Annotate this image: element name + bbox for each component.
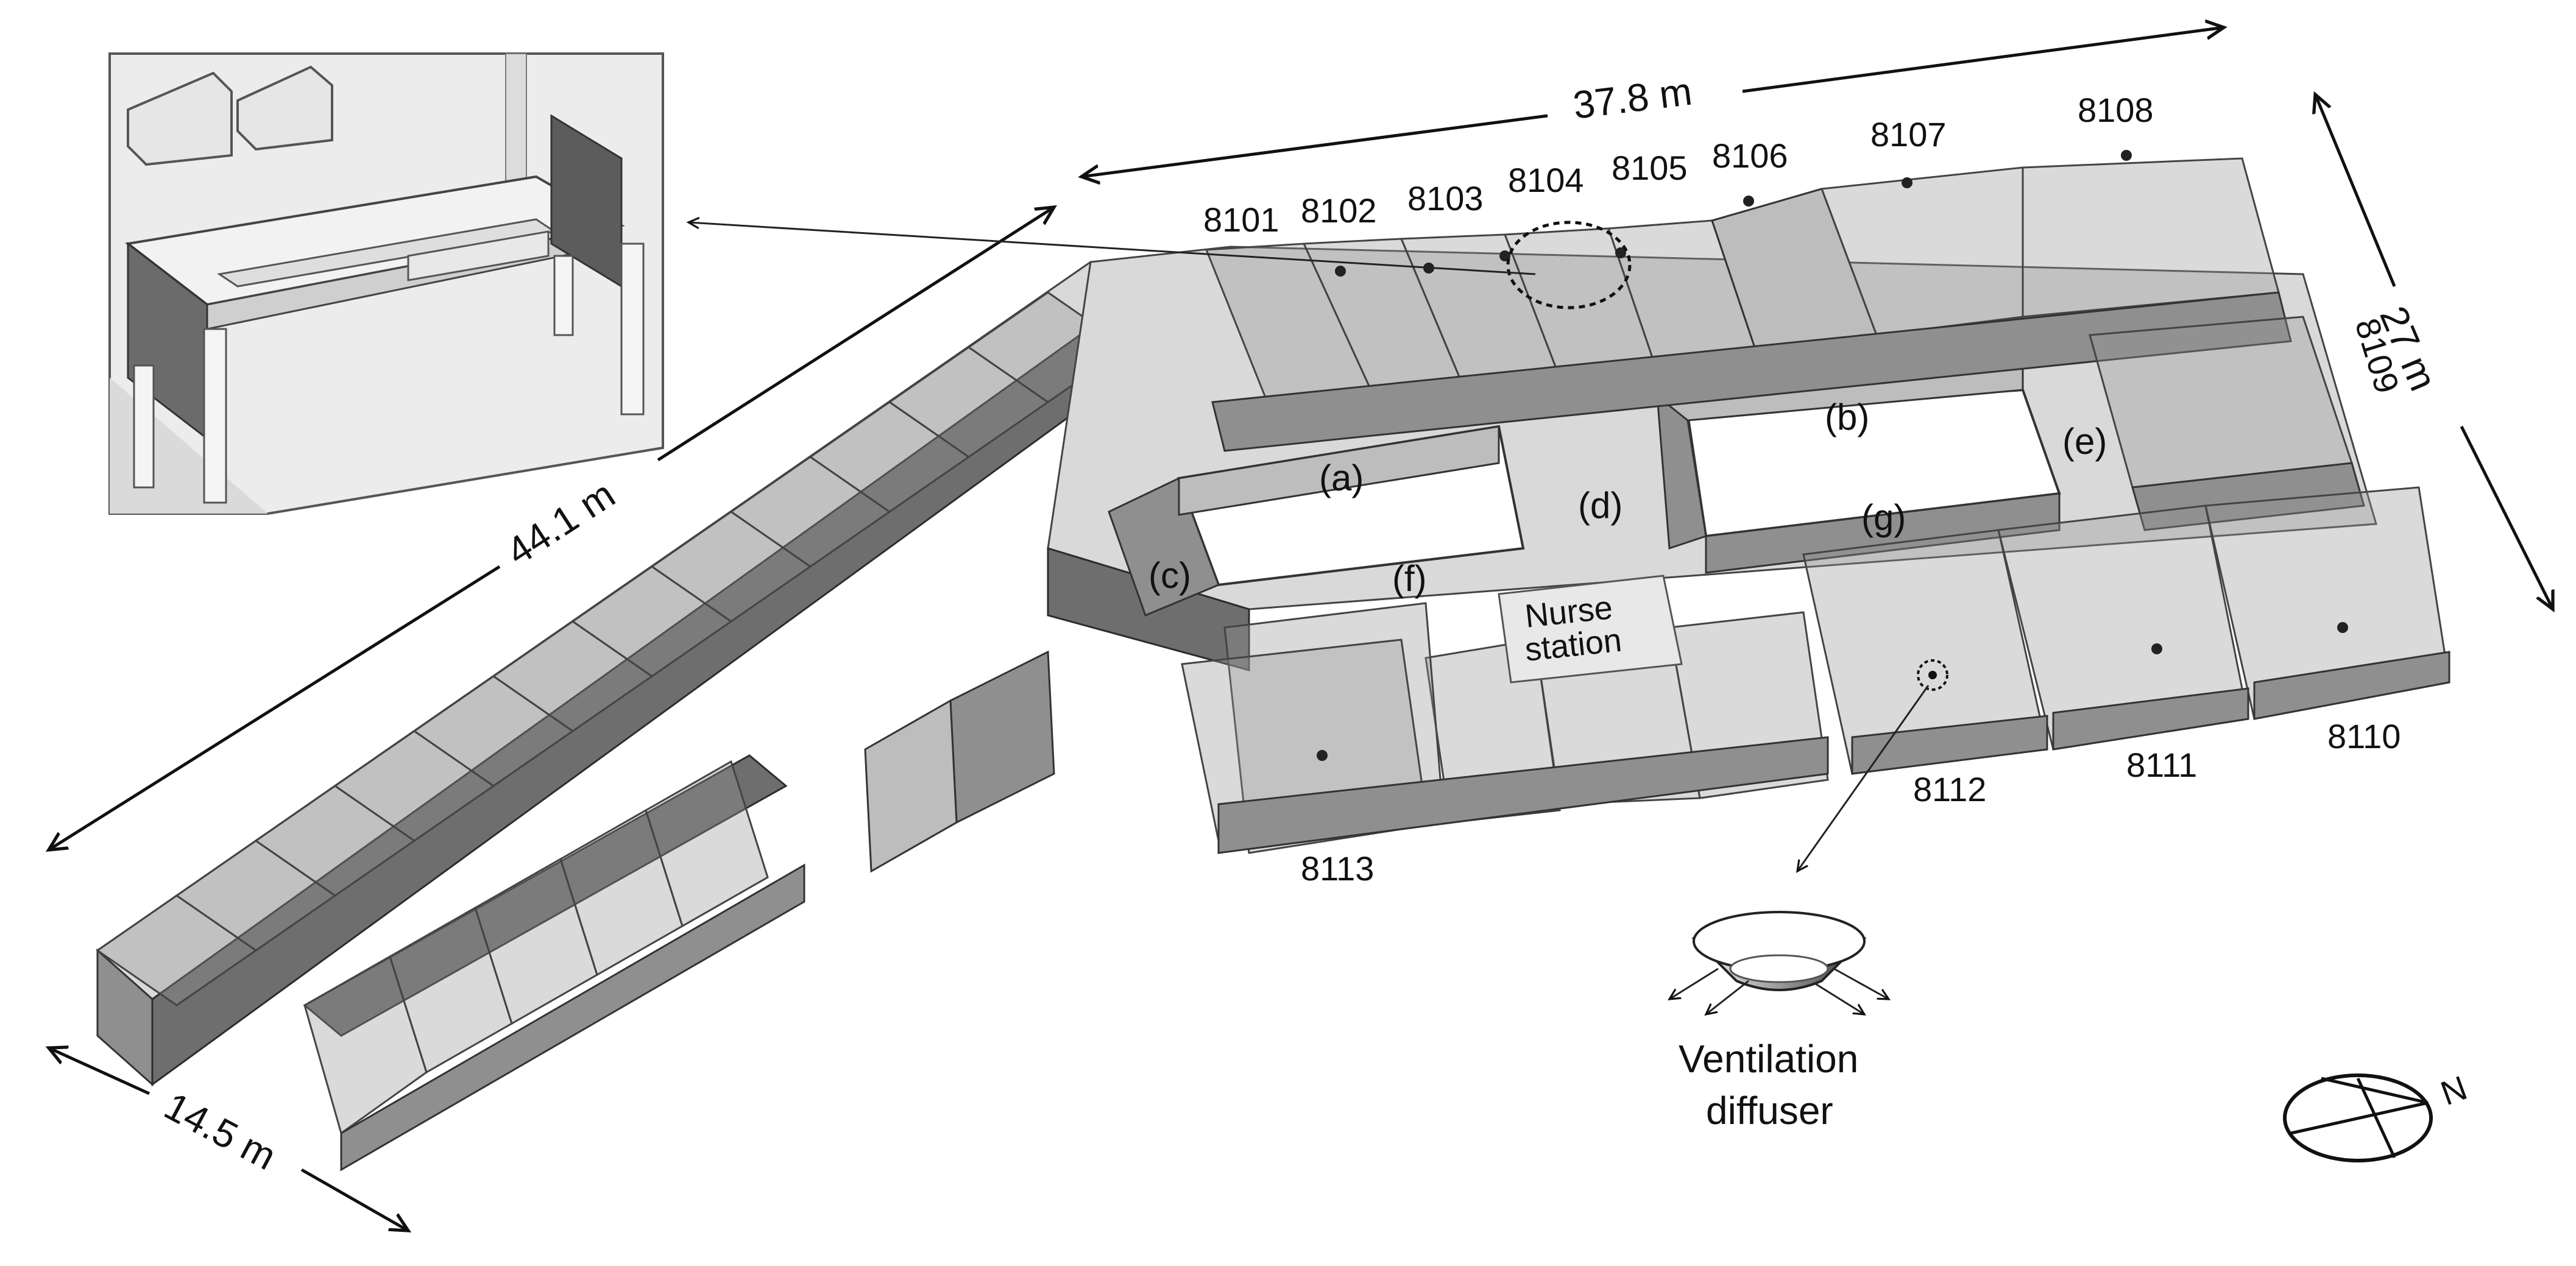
- dim-south-label: 14.5 m: [157, 1084, 283, 1178]
- bed-detail-inset: [108, 52, 664, 515]
- room-label-8105: 8105: [1612, 149, 1688, 187]
- corridor-label-g: (g): [1861, 497, 1906, 538]
- dimension-lines: [49, 27, 2553, 1231]
- compass-icon: [2283, 1073, 2433, 1162]
- room-label-8103: 8103: [1407, 179, 1484, 217]
- dim-north-label: 37.8 m: [1571, 69, 1694, 127]
- ventilation-diffuser-icon: [1669, 911, 1889, 1014]
- room-label-8102: 8102: [1301, 191, 1377, 230]
- room-label-8112: 8112: [1913, 770, 1986, 808]
- ventilation-label-line1: Ventilation: [1679, 1037, 1858, 1081]
- room-label-8101: 8101: [1203, 200, 1279, 239]
- nurse-station-line1: Nurse: [1523, 589, 1615, 635]
- room-label-8106: 8106: [1712, 136, 1788, 175]
- room-label-8113: 8113: [1301, 849, 1374, 888]
- room-label-8104: 8104: [1508, 161, 1584, 199]
- ventilation-label-line2: diffuser: [1706, 1089, 1833, 1133]
- corridor-label-a: (a): [1319, 458, 1364, 498]
- south-rooms: [1181, 486, 2450, 854]
- dim-west-label: 44.1 m: [498, 472, 622, 574]
- corridor-label-c: (c): [1148, 555, 1191, 596]
- ward-floor-plan: [96, 157, 2450, 1172]
- room-label-8111: 8111: [2126, 746, 2197, 784]
- corridor-label-b: (b): [1825, 397, 1869, 437]
- corridor-label-f: (f): [1392, 558, 1427, 599]
- corridor-labels: (a) (b) (c) (d) (e) (f) (g): [1148, 397, 2107, 599]
- north-rooms: [1205, 157, 2292, 452]
- room-labels: 8101 8102 8103 8104 8105 8106 8107 8108 …: [1203, 91, 2407, 888]
- room-label-8110: 8110: [2327, 717, 2401, 755]
- corridor-label-e: (e): [2062, 421, 2107, 462]
- diffuser-markers: [1317, 150, 2348, 761]
- west-wing-rooms: [96, 291, 1129, 1172]
- room-label-8107: 8107: [1870, 115, 1947, 154]
- compass-north-label: N: [2436, 1068, 2472, 1112]
- room-label-8108: 8108: [2078, 91, 2154, 129]
- corridor-label-d: (d): [1578, 485, 1622, 526]
- diffuser-highlight: [1506, 221, 1948, 691]
